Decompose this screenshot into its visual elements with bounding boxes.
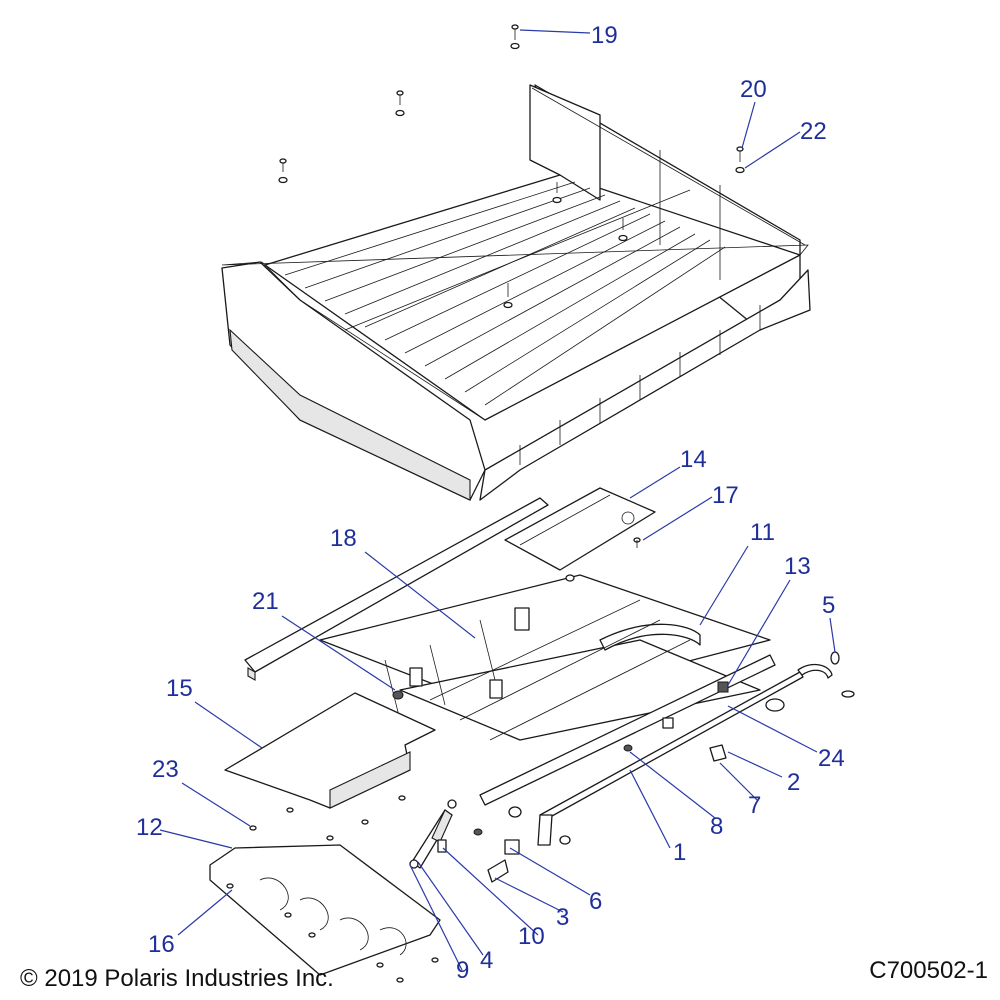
callout-19: 19 (591, 22, 618, 49)
lower-panel (209, 844, 441, 976)
callout-4: 4 (480, 947, 493, 974)
callout-1: 1 (673, 839, 686, 866)
callout-13: 13 (784, 553, 811, 580)
callout-24: 24 (818, 745, 845, 772)
cargo-box (221, 84, 811, 501)
loose-fasteners (226, 574, 575, 983)
callout-2: 2 (787, 769, 800, 796)
callout-23: 23 (152, 756, 179, 783)
callout-8: 8 (710, 813, 723, 840)
support-panel (504, 487, 656, 571)
cargo-box-fasteners (278, 24, 745, 309)
copyright-notice: © 2019 Polaris Industries Inc. (20, 965, 334, 992)
callout-20: 20 (740, 76, 767, 103)
bed-frame (244, 497, 776, 806)
release-rod (437, 651, 855, 883)
callout-3: 3 (556, 904, 569, 931)
callout-7: 7 (748, 792, 761, 819)
callout-5: 5 (822, 592, 835, 619)
skid-panel (224, 692, 436, 809)
callout-18: 18 (330, 525, 357, 552)
callout-10: 10 (518, 923, 545, 950)
callout-9: 9 (456, 957, 469, 984)
callout-15: 15 (166, 675, 193, 702)
callout-16: 16 (148, 931, 175, 958)
callout-22: 22 (800, 118, 827, 145)
callout-21: 21 (252, 588, 279, 615)
callout-17: 17 (712, 482, 739, 509)
gas-strut (409, 799, 457, 869)
leader-lines (159, 29, 836, 971)
callout-labels: 19 20 22 14 17 11 18 13 5 21 15 23 12 24… (136, 22, 845, 984)
drawing-number: C700502-1 (869, 957, 988, 984)
callout-11: 11 (750, 519, 775, 546)
callout-14: 14 (680, 446, 707, 473)
callout-12: 12 (136, 814, 163, 841)
callout-6: 6 (589, 888, 602, 915)
